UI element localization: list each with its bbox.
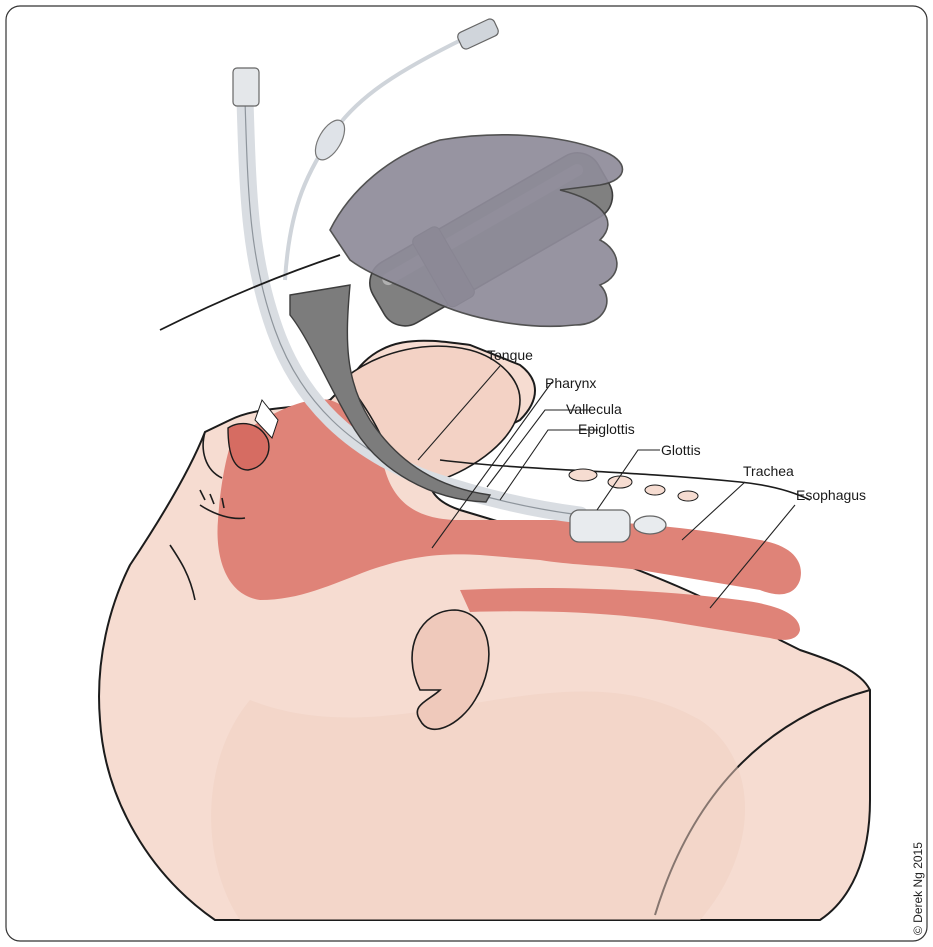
- label-pharynx: Pharynx: [545, 375, 596, 391]
- label-trachea: Trachea: [743, 463, 794, 479]
- label-epiglottis: Epiglottis: [578, 421, 635, 437]
- body-shading: [211, 691, 745, 920]
- label-vallecula: Vallecula: [566, 401, 622, 417]
- tube-tip: [634, 516, 666, 534]
- copyright-credit: © Derek Ng 2015: [911, 842, 925, 935]
- et-cuff: [570, 510, 630, 542]
- label-tongue: Tongue: [487, 347, 533, 363]
- label-glottis: Glottis: [661, 442, 701, 458]
- label-esophagus: Esophagus: [796, 487, 866, 503]
- tube-connector: [233, 68, 259, 106]
